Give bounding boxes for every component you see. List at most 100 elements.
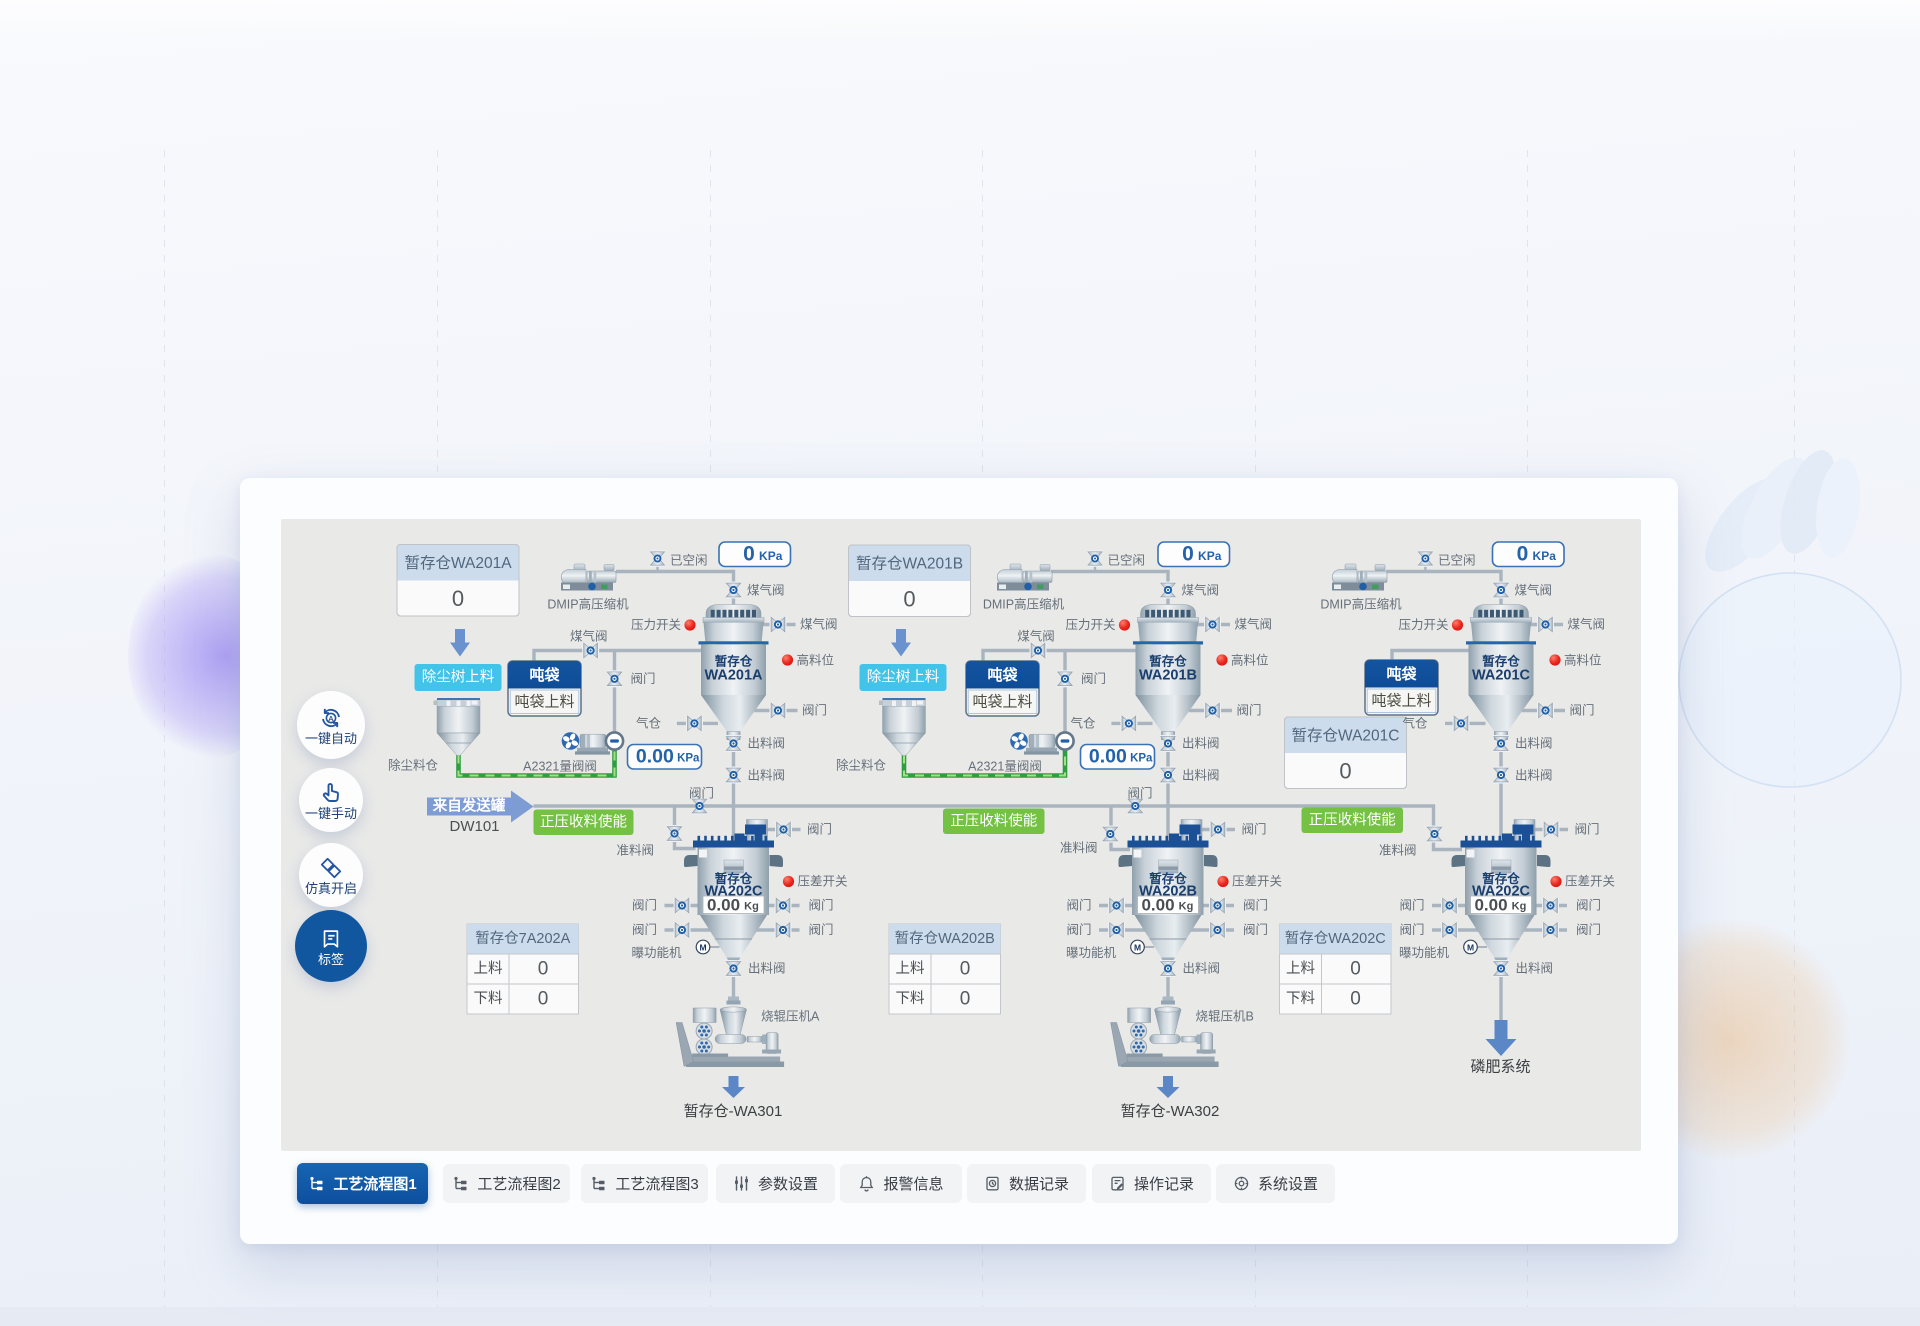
svg-text:暂存仓WA201A: 暂存仓WA201A <box>404 554 512 572</box>
svg-text:出料阀: 出料阀 <box>1515 769 1553 783</box>
svg-text:压差开关: 压差开关 <box>1565 875 1615 889</box>
svg-text:0.00: 0.00 <box>1089 745 1127 767</box>
svg-text:0: 0 <box>1350 989 1361 1010</box>
svg-text:M: M <box>1467 943 1474 953</box>
svg-text:来自发送罐: 来自发送罐 <box>432 797 506 815</box>
svg-text:压力开关: 压力开关 <box>1398 618 1448 632</box>
svg-text:阀门: 阀门 <box>809 922 834 937</box>
svg-text:煤气阀: 煤气阀 <box>747 583 785 598</box>
svg-text:阀门: 阀门 <box>1399 898 1424 913</box>
svg-text:阀门: 阀门 <box>632 898 657 913</box>
svg-text:阀门: 阀门 <box>1243 922 1268 937</box>
svg-text:阀门: 阀门 <box>1081 671 1106 686</box>
svg-text:A2321量阀阀: A2321量阀阀 <box>968 760 1042 774</box>
svg-text:煤气阀: 煤气阀 <box>1017 629 1055 644</box>
svg-text:0.00: 0.00 <box>1141 895 1174 914</box>
svg-text:M: M <box>699 943 706 953</box>
svg-text:煤气阀: 煤气阀 <box>570 629 608 644</box>
svg-text:WA202C: WA202C <box>1472 884 1531 900</box>
svg-text:出料阀: 出料阀 <box>748 962 786 976</box>
svg-text:出料阀: 出料阀 <box>1182 737 1220 751</box>
svg-text:阀门: 阀门 <box>631 671 656 686</box>
svg-text:WA201B: WA201B <box>1139 668 1197 684</box>
svg-text:KPa: KPa <box>1533 549 1557 563</box>
svg-text:暂存仓: 暂存仓 <box>1482 654 1520 669</box>
svg-text:煤气阀: 煤气阀 <box>1515 583 1553 598</box>
svg-text:烧辊压机A: 烧辊压机A <box>761 1010 820 1024</box>
svg-text:压差开关: 压差开关 <box>1232 875 1282 889</box>
svg-text:暂存仓-WA302: 暂存仓-WA302 <box>1121 1103 1220 1120</box>
svg-text:Kg: Kg <box>744 901 759 913</box>
svg-text:下料: 下料 <box>1286 990 1315 1007</box>
svg-text:气仓: 气仓 <box>1070 716 1096 731</box>
svg-text:阀门: 阀门 <box>1237 703 1262 718</box>
svg-text:高料位: 高料位 <box>1231 653 1269 668</box>
svg-text:DMIP高压缩机: DMIP高压缩机 <box>1320 597 1402 612</box>
svg-text:阀门: 阀门 <box>1575 822 1600 837</box>
svg-text:煤气阀: 煤气阀 <box>1182 583 1220 598</box>
svg-text:吨袋上料: 吨袋上料 <box>1371 693 1431 710</box>
svg-text:暂存仓: 暂存仓 <box>715 654 753 669</box>
svg-text:出料阀: 出料阀 <box>748 737 786 751</box>
svg-text:阀门: 阀门 <box>1576 898 1601 913</box>
svg-text:WA202C: WA202C <box>704 884 763 900</box>
svg-text:暂存仓: 暂存仓 <box>1149 654 1187 669</box>
svg-text:下料: 下料 <box>474 990 503 1007</box>
svg-text:暂存仓: 暂存仓 <box>715 871 753 886</box>
svg-text:暂存仓: 暂存仓 <box>1149 871 1187 886</box>
svg-text:煤气阀: 煤气阀 <box>1568 617 1606 632</box>
svg-text:除尘料仓: 除尘料仓 <box>388 758 439 773</box>
svg-text:压力开关: 压力开关 <box>1065 618 1115 632</box>
svg-text:A: A <box>328 713 334 722</box>
svg-text:0.00: 0.00 <box>636 745 674 767</box>
svg-text:正压收料使能: 正压收料使能 <box>540 813 627 830</box>
svg-text:阀门: 阀门 <box>689 786 714 801</box>
svg-text:压力开关: 压力开关 <box>631 618 681 632</box>
svg-text:曝功能机: 曝功能机 <box>631 946 682 960</box>
svg-text:正压收料使能: 正压收料使能 <box>1309 811 1396 828</box>
svg-text:0: 0 <box>1339 758 1351 783</box>
svg-text:上料: 上料 <box>474 960 503 977</box>
svg-text:0: 0 <box>743 542 755 565</box>
svg-text:烧辊压机B: 烧辊压机B <box>1196 1010 1254 1024</box>
svg-text:已空闲: 已空闲 <box>670 554 708 568</box>
svg-text:DMIP高压缩机: DMIP高压缩机 <box>983 597 1065 612</box>
svg-text:KPa: KPa <box>759 549 783 563</box>
svg-text:阀门: 阀门 <box>807 822 832 837</box>
svg-text:出料阀: 出料阀 <box>1515 737 1553 751</box>
svg-text:曝功能机: 曝功能机 <box>1399 946 1450 960</box>
svg-text:下料: 下料 <box>896 990 925 1007</box>
svg-text:阀门: 阀门 <box>632 922 657 937</box>
svg-text:暂存仓WA201C: 暂存仓WA201C <box>1292 727 1400 745</box>
svg-text:暂存仓WA202C: 暂存仓WA202C <box>1285 930 1386 947</box>
svg-text:煤气阀: 煤气阀 <box>800 617 838 632</box>
svg-text:吨袋上料: 吨袋上料 <box>514 694 574 711</box>
svg-text:DW101: DW101 <box>449 818 499 835</box>
svg-text:出料阀: 出料阀 <box>748 769 786 783</box>
svg-text:暂存仓WA201B: 暂存仓WA201B <box>856 555 963 573</box>
svg-text:气仓: 气仓 <box>1402 716 1428 731</box>
svg-text:除尘树上料: 除尘树上料 <box>422 669 495 686</box>
svg-text:KPa: KPa <box>1130 752 1153 764</box>
svg-text:高料位: 高料位 <box>797 653 835 668</box>
svg-text:0: 0 <box>960 959 971 980</box>
svg-text:高料位: 高料位 <box>1564 653 1602 668</box>
svg-text:阀门: 阀门 <box>802 703 827 718</box>
svg-text:除尘树上料: 除尘树上料 <box>867 669 940 686</box>
svg-text:DMIP高压缩机: DMIP高压缩机 <box>547 597 629 612</box>
svg-text:Kg: Kg <box>1512 901 1527 913</box>
svg-text:WA202B: WA202B <box>1139 884 1197 900</box>
svg-text:出料阀: 出料阀 <box>1516 962 1554 976</box>
svg-text:0.00: 0.00 <box>1474 895 1507 914</box>
svg-text:吨袋: 吨袋 <box>529 666 560 684</box>
svg-text:压差开关: 压差开关 <box>798 875 848 889</box>
svg-text:0: 0 <box>1517 542 1529 565</box>
svg-text:0: 0 <box>960 989 971 1010</box>
svg-text:暂存仓-WA301: 暂存仓-WA301 <box>684 1103 783 1120</box>
svg-text:上料: 上料 <box>1286 960 1315 977</box>
svg-text:Kg: Kg <box>1179 901 1194 913</box>
svg-text:M: M <box>1134 943 1141 953</box>
svg-text:出料阀: 出料阀 <box>1183 962 1221 976</box>
svg-text:气仓: 气仓 <box>636 716 662 731</box>
svg-text:吨袋上料: 吨袋上料 <box>972 694 1032 711</box>
